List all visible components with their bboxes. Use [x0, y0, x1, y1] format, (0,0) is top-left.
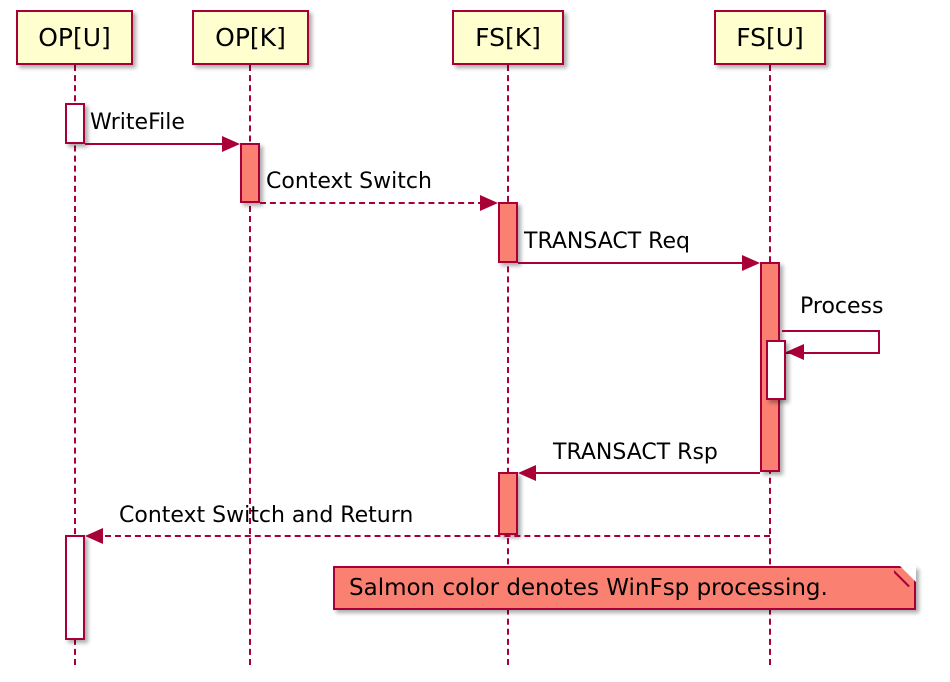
message-process-label: Process [800, 294, 884, 319]
message-transact-rsp-label: TRANSACT Rsp [553, 440, 718, 465]
message-context-switch-line [260, 202, 484, 204]
message-writefile-arrowhead [222, 136, 240, 152]
activation-op-u-2 [65, 535, 85, 640]
message-context-switch-return-arrowhead [85, 528, 103, 544]
message-transact-rsp-arrowhead [518, 465, 536, 481]
message-writefile-label: WriteFile [90, 110, 185, 135]
lifeline-op-k [249, 65, 251, 665]
note-fold-line-icon [894, 566, 916, 588]
participant-op-u-label: OP[U] [38, 23, 111, 52]
message-transact-req-arrowhead [742, 255, 760, 271]
participant-fs-u-label: FS[U] [736, 23, 804, 52]
participant-fs-k-label: FS[K] [475, 23, 541, 52]
activation-op-u-1 [65, 103, 85, 144]
activation-fs-k-1 [498, 202, 518, 263]
activation-op-k-1 [240, 143, 260, 203]
note-salmon-legend: Salmon color denotes WinFsp processing. [333, 566, 916, 610]
message-context-switch-return-label: Context Switch and Return [119, 503, 414, 528]
participant-op-k[interactable]: OP[K] [192, 10, 309, 65]
lifeline-op-u [74, 65, 76, 665]
participant-fs-k[interactable]: FS[K] [452, 10, 564, 65]
note-text: Salmon color denotes WinFsp processing. [349, 574, 828, 601]
message-transact-rsp-line [528, 472, 760, 474]
message-transact-req-line [518, 262, 746, 264]
participant-op-u[interactable]: OP[U] [16, 10, 133, 65]
participant-op-k-label: OP[K] [215, 23, 286, 52]
activation-fs-u-2-nested [766, 340, 786, 400]
message-writefile-line [85, 143, 226, 145]
message-context-switch-label: Context Switch [266, 169, 432, 194]
message-process-loop [782, 330, 880, 354]
message-context-switch-arrowhead [480, 195, 498, 211]
message-transact-req-label: TRANSACT Req [524, 229, 690, 254]
lifeline-fs-k [507, 65, 509, 665]
activation-fs-k-2 [498, 472, 518, 535]
message-context-switch-return-line [95, 535, 770, 537]
participant-fs-u[interactable]: FS[U] [714, 10, 826, 65]
message-process-arrowhead [786, 344, 804, 360]
